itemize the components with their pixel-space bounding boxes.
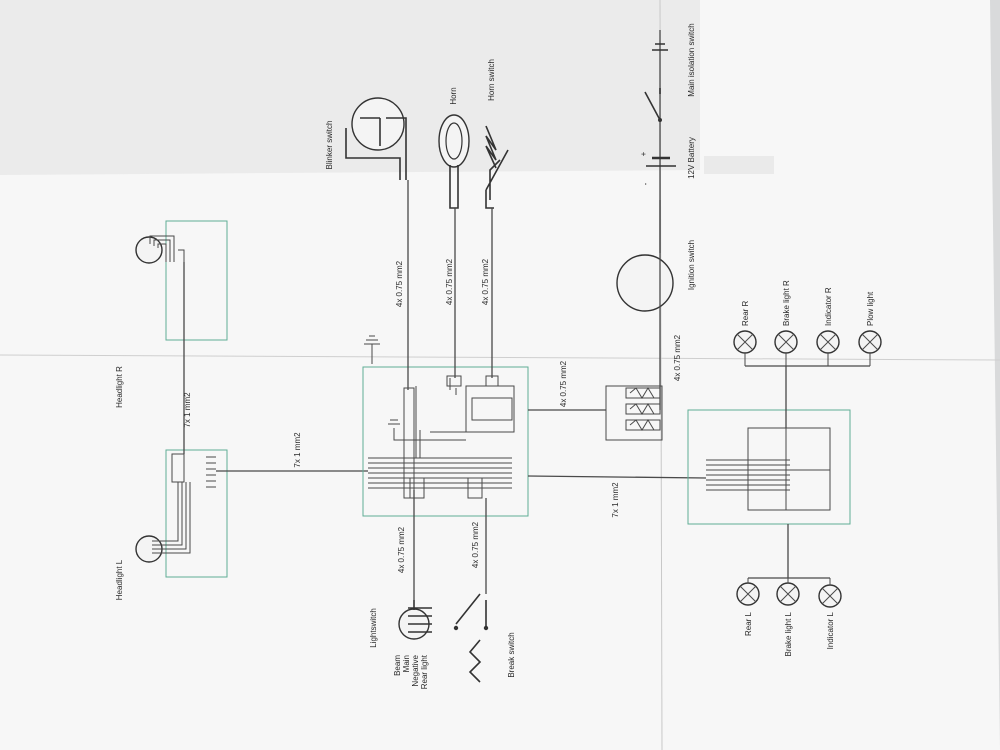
rear-r-lamp-label: Rear R [741, 300, 750, 326]
headlight-r [135, 220, 228, 341]
main-isolation-switch-label: Main isolation switch [687, 23, 696, 96]
cable-ignition-label: 4x 0.75 mm2 [673, 334, 682, 381]
lightswitch-position-label: Beam [393, 655, 402, 676]
headlight-l-label: Headlight L [115, 559, 124, 600]
central-junction-box [362, 366, 529, 517]
indicator-l-lamp-icon [818, 584, 842, 608]
indicator-relay [528, 385, 663, 441]
battery [646, 156, 676, 167]
blinker-switch-icon [351, 97, 405, 151]
cable-lightswitch-label: 4x 0.75 mm2 [397, 526, 406, 573]
lightswitch-position-label: Main [402, 655, 411, 672]
cable-head-link-label: 7x 1 mm2 [183, 392, 192, 428]
battery-label: 12V Battery [687, 137, 696, 179]
cable-horn-label: 4x 0.75 mm2 [445, 258, 454, 305]
headlight-r-label: Headlight R [115, 366, 124, 408]
rear-r-lamp-label: Indicator R [824, 287, 833, 326]
cable-horn-switch-label: 4x 0.75 mm2 [481, 258, 490, 305]
battery-minus-label: - [641, 182, 650, 185]
rear-l-lamp-label: Brake light L [784, 611, 793, 656]
horn-switch-label: Horn switch [487, 59, 496, 101]
rear-enclosure [687, 409, 851, 525]
rear-r-lamp-label: Plow light [866, 291, 875, 326]
headlight-l [135, 449, 228, 578]
ignition-switch-icon [616, 254, 674, 312]
rear-l-lamps [736, 578, 842, 608]
horn-switch-icon [485, 125, 509, 209]
plow-light-lamp-icon [858, 330, 882, 354]
isolation-switch-icon [644, 43, 668, 121]
headlight-r-lamp-icon [135, 236, 163, 264]
cable-rear-main-label: 7x 1 mm2 [611, 482, 620, 518]
battery-plus-label: + [639, 151, 648, 156]
break-switch [453, 498, 489, 683]
rear-r-lamps [733, 330, 882, 366]
blinker-switch [345, 97, 409, 390]
lightswitch-position-label: Negative [411, 654, 420, 686]
horn-icon [438, 114, 470, 168]
paper-scuff [704, 156, 774, 174]
headlight-r-enclosure [165, 220, 228, 341]
lightswitch-position-label: Rear light [420, 654, 429, 689]
paper-shadow [0, 0, 700, 175]
horn-switch [485, 125, 509, 378]
break-switch-icon [455, 593, 487, 683]
blinker-switch-label: Blinker switch [325, 121, 334, 170]
paper-fold [0, 354, 1000, 361]
rear-junction-box [687, 409, 851, 525]
horn [438, 114, 470, 378]
break-switch-label: Break switch [507, 632, 516, 677]
horn-label: Horn [449, 87, 458, 104]
rear-l-lamp-icon [736, 582, 760, 606]
cable-head-main-label: 7x 1 mm2 [293, 432, 302, 468]
rear-r-lamp-icon [733, 330, 757, 354]
rear-main-wire [527, 475, 707, 479]
main-isolation-switch [644, 43, 668, 122]
rear-l-lamp-label: Indicator L [826, 611, 835, 649]
cable-blinker-label: 4x 0.75 mm2 [395, 260, 404, 307]
rear-r-lamp-label: Brake light R [782, 280, 791, 326]
headlight-l-enclosure [165, 449, 228, 578]
cable-relay-label: 4x 0.75 mm2 [559, 360, 568, 407]
ignition-switch-label: Ignition switch [687, 240, 696, 290]
lightswitch [398, 490, 432, 640]
indicator-r-lamp-icon [816, 330, 840, 354]
lightswitch-label: Lightswitch [369, 608, 378, 648]
brake-light-l-lamp-icon [776, 582, 800, 606]
ground-icon [364, 335, 380, 364]
cable-brake-label: 4x 0.75 mm2 [471, 521, 480, 568]
central-enclosure [362, 366, 529, 517]
brake-light-r-lamp-icon [774, 330, 798, 354]
rear-l-lamp-label: Rear L [744, 611, 753, 636]
